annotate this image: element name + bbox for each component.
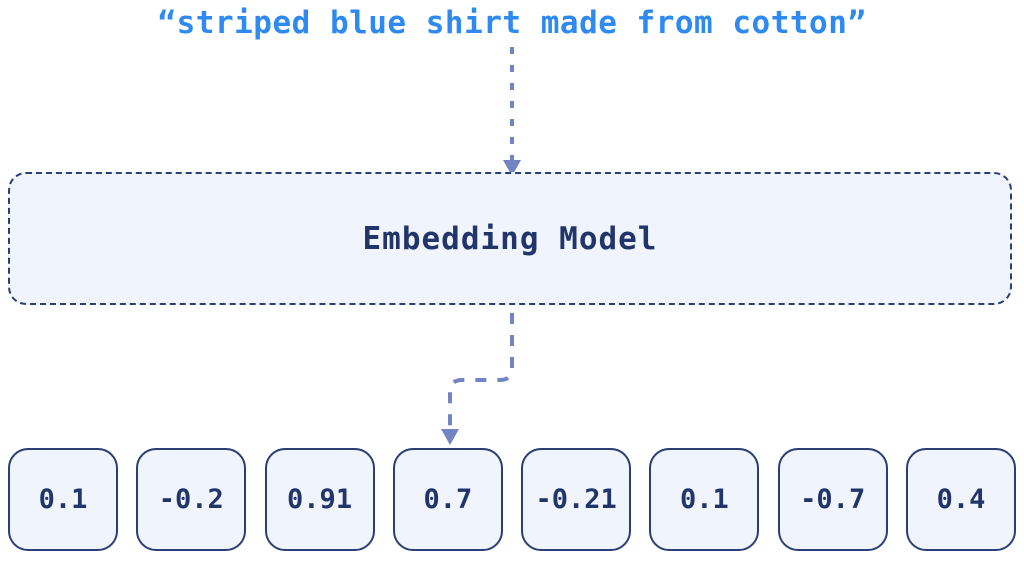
embedding-vector-row: 0.1 -0.2 0.91 0.7 -0.21 0.1 -0.7 0.4 (8, 448, 1016, 551)
arrow-model-to-vector-line (448, 313, 514, 430)
embedding-model-box: Embedding Model (8, 172, 1012, 305)
embedding-model-label: Embedding Model (362, 220, 658, 257)
vector-cell-5: 0.1 (649, 448, 760, 551)
vector-cell-1: -0.2 (136, 448, 247, 551)
vector-cell-value-4: -0.21 (535, 484, 617, 515)
arrow-model-to-vector (441, 313, 514, 445)
arrow-query-to-model (503, 47, 521, 176)
vector-cell-value-2: 0.91 (287, 484, 353, 515)
arrow-model-to-vector-head (441, 429, 459, 445)
vector-cell-0: 0.1 (8, 448, 118, 551)
vector-cell-value-1: -0.2 (158, 484, 224, 515)
vector-cell-value-3: 0.7 (423, 484, 473, 515)
vector-cell-4: -0.21 (521, 448, 632, 551)
vector-cell-value-0: 0.1 (38, 484, 88, 515)
vector-cell-value-5: 0.1 (680, 484, 729, 515)
vector-cell-3: 0.7 (392, 448, 503, 551)
vector-cell-value-7: 0.4 (936, 484, 986, 515)
vector-cell-value-6: -0.7 (800, 484, 866, 515)
vector-cell-2: 0.91 (264, 448, 375, 551)
vector-cell-6: -0.7 (777, 448, 888, 551)
query-text: “striped blue shirt made from cotton” (157, 5, 867, 41)
vector-cell-7: 0.4 (905, 448, 1016, 551)
